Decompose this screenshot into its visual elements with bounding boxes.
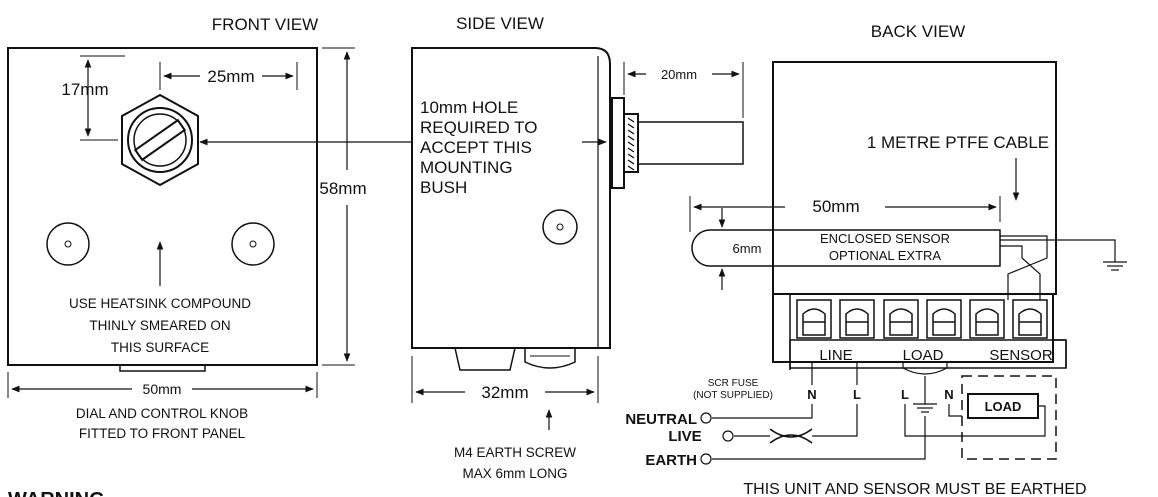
heatsink-note-line-2: THINLY SMEARED ON bbox=[89, 318, 230, 333]
fuse-note-line-2: (NOT SUPPLIED) bbox=[693, 390, 773, 401]
terminal-screw-icon bbox=[796, 299, 832, 339]
load-box bbox=[967, 393, 1039, 419]
control-knob-icon bbox=[121, 93, 199, 187]
fuse-note-line-1: SCR FUSE bbox=[708, 378, 759, 389]
ground-symbol-icon bbox=[1103, 261, 1127, 271]
dim-32mm: 32mm bbox=[481, 383, 528, 402]
hole-note-line-1: 10mm HOLE bbox=[420, 98, 518, 117]
terminal-label-load: LOAD bbox=[903, 347, 944, 364]
dim-6mm: 6mm bbox=[733, 241, 762, 256]
front-view: 17mm 25mm 58mm USE HEATSINK COMPOUND THI… bbox=[7, 47, 367, 441]
terminal-letter-l-load: L bbox=[901, 387, 909, 402]
live-label: LIVE bbox=[668, 428, 701, 445]
back-view: LINE LOAD SENSOR 1 METRE PTFE CABLE 50mm… bbox=[689, 61, 1127, 370]
hole-note-line-3: ACCEPT THIS bbox=[420, 138, 532, 157]
front-panel-outline bbox=[7, 47, 318, 366]
terminal-screw-icon bbox=[926, 299, 962, 339]
terminal-block bbox=[772, 293, 1054, 363]
load-label: LOAD bbox=[985, 399, 1022, 414]
hole-note-line-5: BUSH bbox=[420, 178, 467, 197]
hole-note-line-4: MOUNTING bbox=[420, 158, 513, 177]
knob-caption-line-1: DIAL AND CONTROL KNOB bbox=[76, 406, 248, 421]
mounting-hole-icon bbox=[46, 222, 90, 266]
dim-17mm: 17mm bbox=[61, 80, 108, 99]
terminal-letter-n-load: N bbox=[944, 387, 953, 402]
terminal-letter-n-line: N bbox=[807, 387, 816, 402]
front-view-title: FRONT VIEW bbox=[212, 15, 318, 34]
sensor-line-1: ENCLOSED SENSOR bbox=[820, 231, 950, 246]
screw-note-line-1: M4 EARTH SCREW bbox=[454, 445, 576, 460]
earth-screw-icon bbox=[524, 348, 576, 369]
screw-note-line-2: MAX 6mm LONG bbox=[462, 466, 567, 481]
dim-20mm: 20mm bbox=[661, 67, 697, 82]
fuse-icon bbox=[769, 428, 813, 444]
hole-note-line-2: REQUIRED TO bbox=[420, 118, 537, 137]
earthed-note: THIS UNIT AND SENSOR MUST BE EARTHED bbox=[743, 481, 1086, 497]
mounting-hole-icon bbox=[542, 209, 578, 245]
sensor-tube bbox=[691, 229, 1001, 267]
heatsink-note-line-3: THIS SURFACE bbox=[111, 340, 209, 355]
ground-symbol-icon bbox=[913, 376, 937, 413]
side-body-outline bbox=[411, 47, 611, 349]
front-knob-base bbox=[119, 365, 206, 372]
knob-caption-line-2: FITTED TO FRONT PANEL bbox=[79, 426, 246, 441]
heatsink-note-line-1: USE HEATSINK COMPOUND bbox=[69, 296, 251, 311]
sensor-line-2: OPTIONAL EXTRA bbox=[829, 248, 942, 263]
neutral-label: NEUTRAL bbox=[625, 411, 697, 428]
mounting-bush-icon bbox=[611, 97, 744, 189]
terminal-screw-icon bbox=[839, 299, 875, 339]
terminal-letter-l-line: L bbox=[853, 387, 861, 402]
dim-58mm: 58mm bbox=[319, 179, 366, 198]
terminal-label-line: LINE bbox=[819, 347, 852, 364]
terminal-screw-icon bbox=[883, 299, 919, 339]
mounting-hole-icon bbox=[231, 222, 275, 266]
terminal-screw-icon bbox=[969, 299, 1005, 339]
dim-back-50mm: 50mm bbox=[812, 197, 859, 216]
wiring-diagram: SCR FUSE (NOT SUPPLIED) N NEUTRAL L LIVE… bbox=[625, 362, 1057, 469]
terminal-label-sensor: SENSOR bbox=[989, 347, 1053, 364]
dim-front-50mm: 50mm bbox=[143, 381, 182, 397]
side-view-title: SIDE VIEW bbox=[456, 14, 544, 33]
cable-label: 1 METRE PTFE CABLE bbox=[867, 133, 1049, 152]
terminal-screw-icon bbox=[1012, 299, 1048, 339]
warning-heading: WARNING bbox=[8, 489, 105, 497]
load-enclosure bbox=[961, 375, 1057, 460]
back-view-title: BACK VIEW bbox=[871, 22, 965, 41]
earth-label: EARTH bbox=[645, 452, 697, 469]
side-view: 20mm 10mm HOLE REQUIRED TO ACCEPT THIS M… bbox=[411, 47, 744, 481]
dim-25mm: 25mm bbox=[207, 67, 254, 86]
